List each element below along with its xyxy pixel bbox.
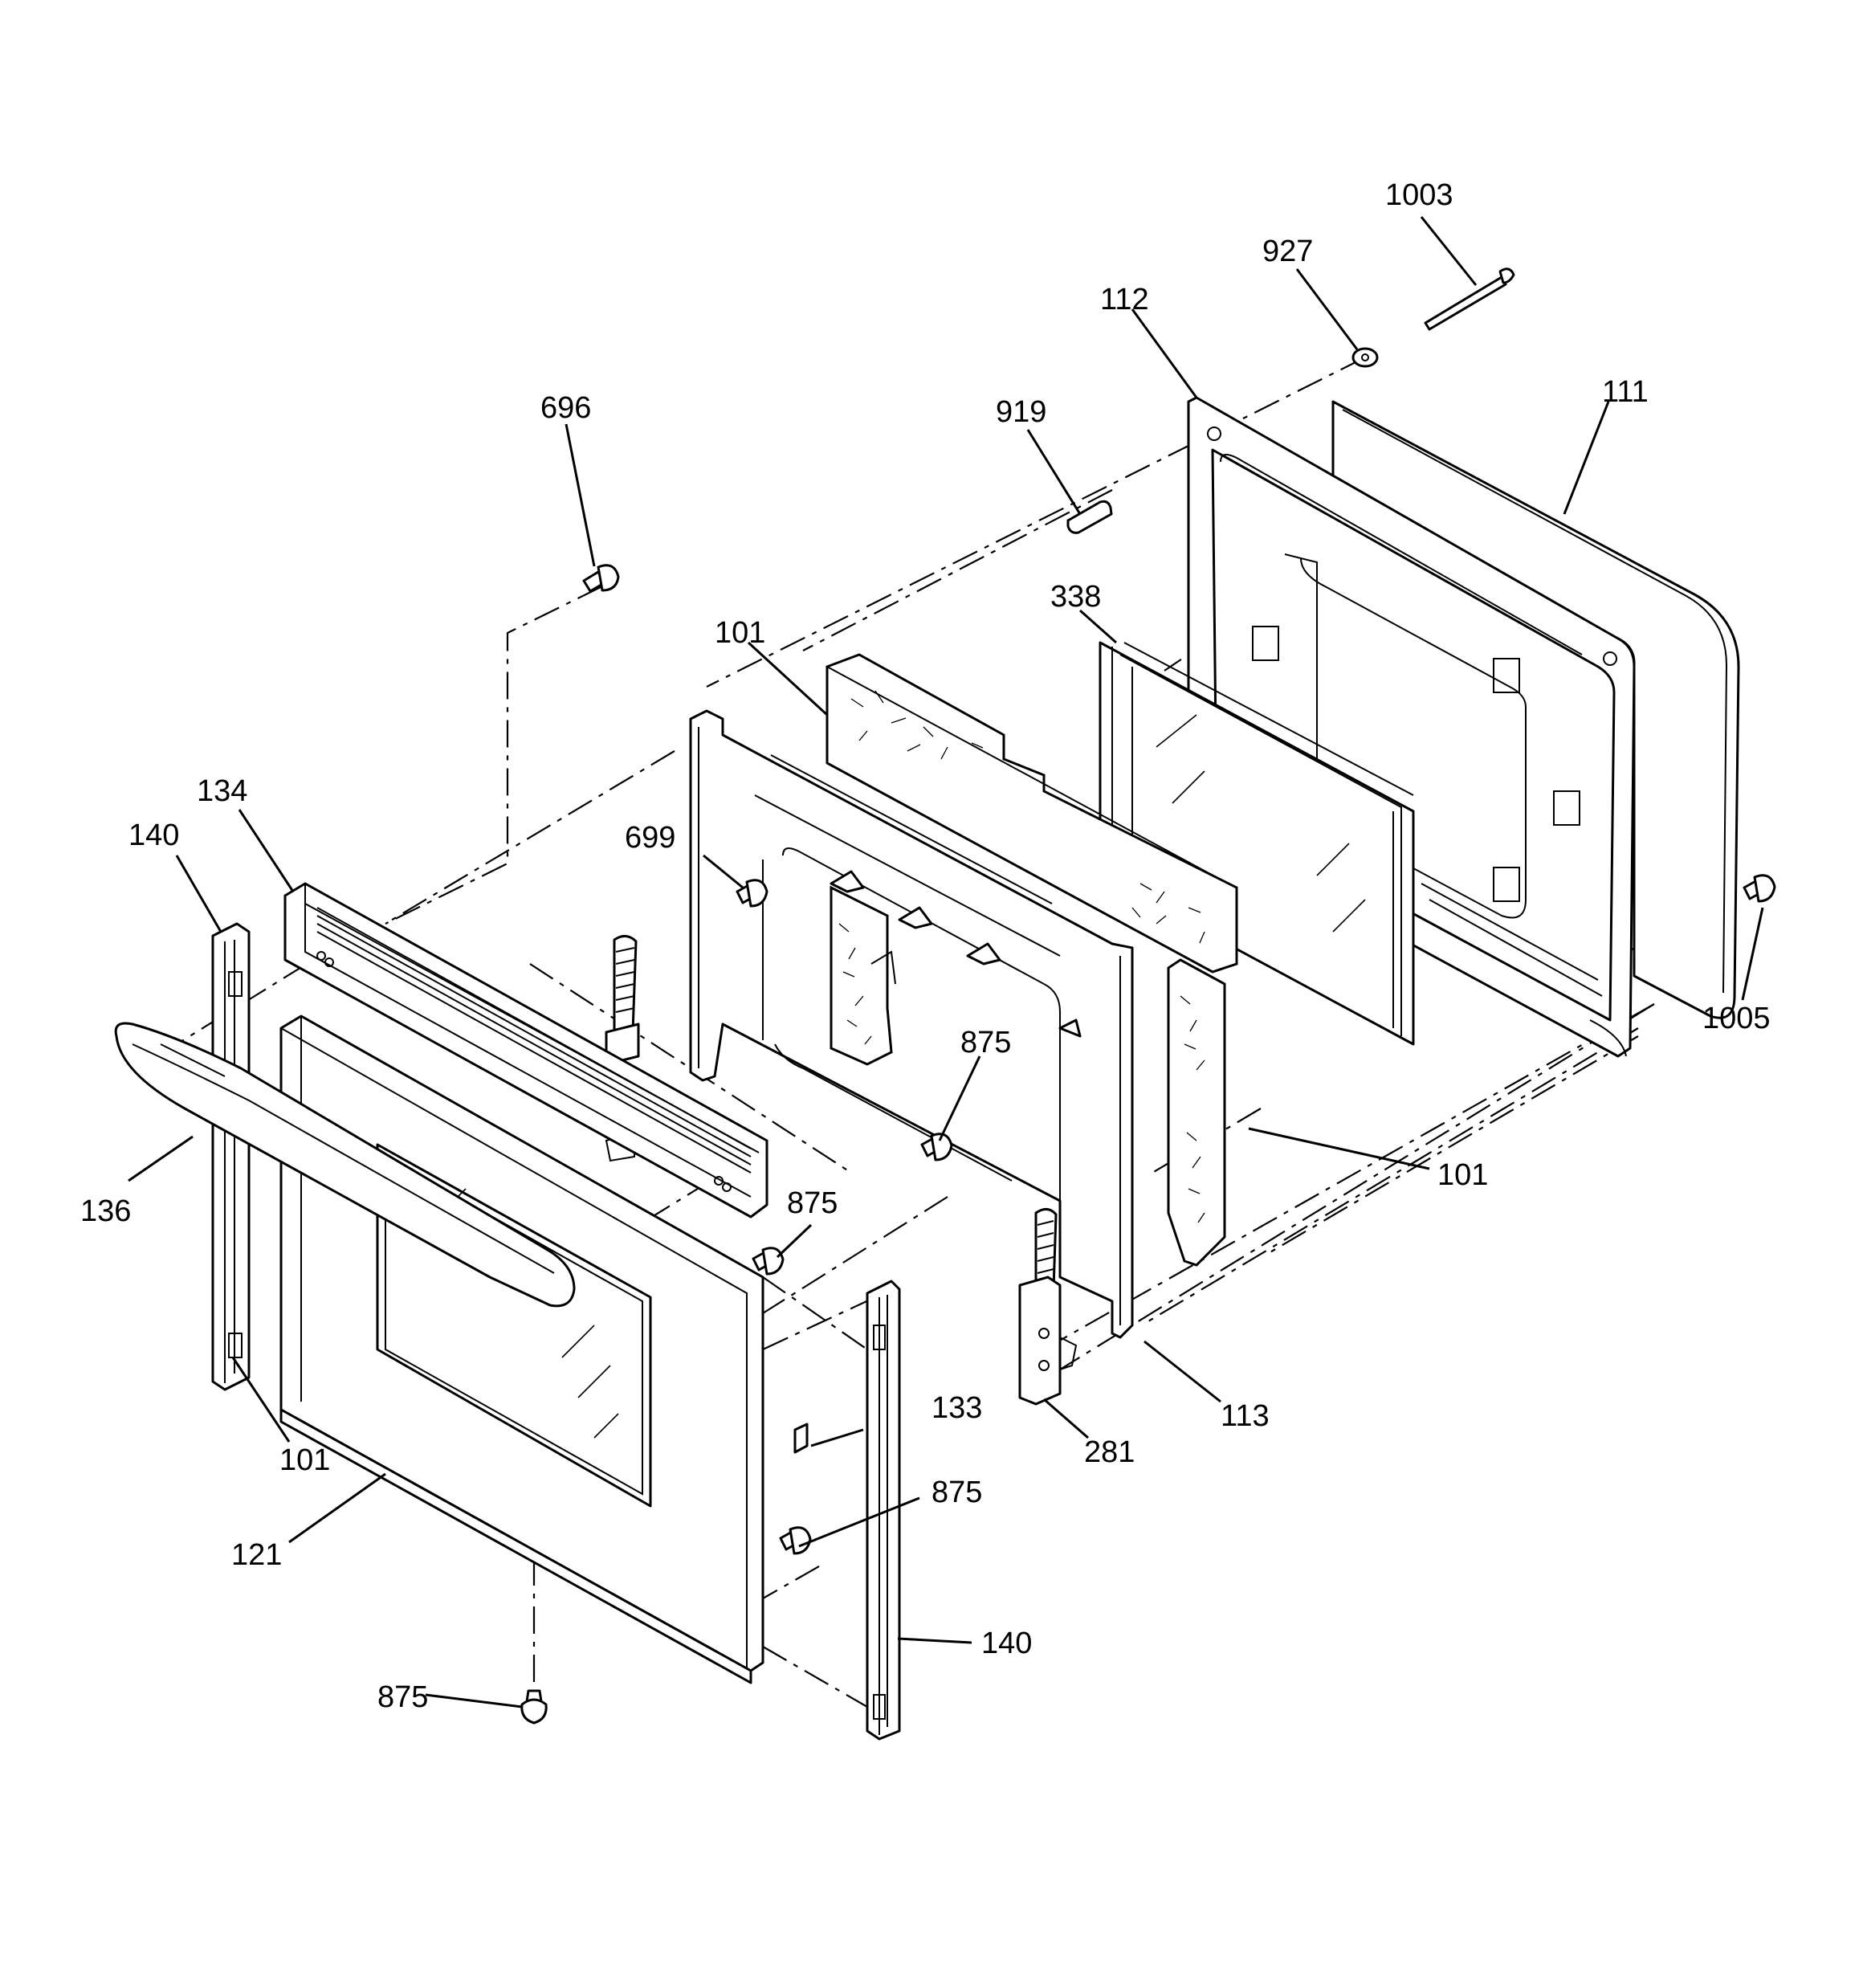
label-136: 136 [80, 1194, 131, 1228]
screw-875-frame [920, 1133, 953, 1161]
label-134: 134 [197, 774, 247, 808]
label-699: 699 [625, 821, 675, 855]
label-112: 112 [1100, 283, 1149, 316]
screw-699 [736, 879, 768, 908]
label-140-left: 140 [128, 818, 179, 852]
washer-927 [1351, 347, 1379, 368]
vent-trim-134 [283, 882, 768, 1219]
label-140-right: 140 [981, 1627, 1032, 1660]
screw-875-door-upper [752, 1247, 785, 1276]
hinge-281-left [605, 935, 640, 1162]
label-875-frame: 875 [960, 1026, 1011, 1059]
label-875-door-lower: 875 [932, 1476, 982, 1509]
label-121: 121 [231, 1538, 282, 1572]
callout-labels: 1003 927 112 111 919 696 338 101 699 134… [80, 178, 1771, 1714]
door-frame-113 [689, 709, 1134, 1339]
screw-696 [582, 564, 620, 593]
label-101-lower: 101 [279, 1443, 330, 1477]
label-101-right: 101 [1437, 1158, 1488, 1192]
label-875-bottom: 875 [377, 1680, 428, 1714]
assembly-lines [176, 357, 1735, 1708]
inner-glass-338 [1099, 641, 1415, 1046]
spacer-919 [1066, 500, 1113, 534]
insulation-upper-101 [826, 653, 1238, 974]
side-trim-140-left [211, 922, 251, 1391]
clip-133 [793, 1423, 809, 1454]
label-338: 338 [1050, 580, 1101, 614]
insulation-side-101 [1167, 958, 1226, 1267]
door-handle-136 [114, 1022, 576, 1308]
leader-lines [128, 216, 1764, 1708]
label-111: 111 [1602, 375, 1649, 409]
screw-1005 [1743, 874, 1776, 903]
label-101-upper: 101 [715, 616, 765, 650]
insulation-frame-101 [830, 885, 896, 1066]
label-133: 133 [932, 1391, 982, 1425]
side-trim-140-right [866, 1280, 901, 1741]
screw-1003 [1424, 267, 1515, 331]
label-919: 919 [996, 395, 1046, 429]
label-875-door-upper: 875 [787, 1186, 838, 1220]
label-1005: 1005 [1702, 1002, 1771, 1035]
screw-875-door-lower [779, 1526, 812, 1555]
label-281: 281 [1084, 1435, 1135, 1469]
hinge-281-right [1018, 1208, 1078, 1406]
label-113: 113 [1221, 1399, 1270, 1433]
label-927: 927 [1262, 235, 1313, 268]
screw-875-bottom [520, 1689, 548, 1725]
label-1003: 1003 [1385, 178, 1453, 212]
label-696: 696 [540, 391, 591, 425]
